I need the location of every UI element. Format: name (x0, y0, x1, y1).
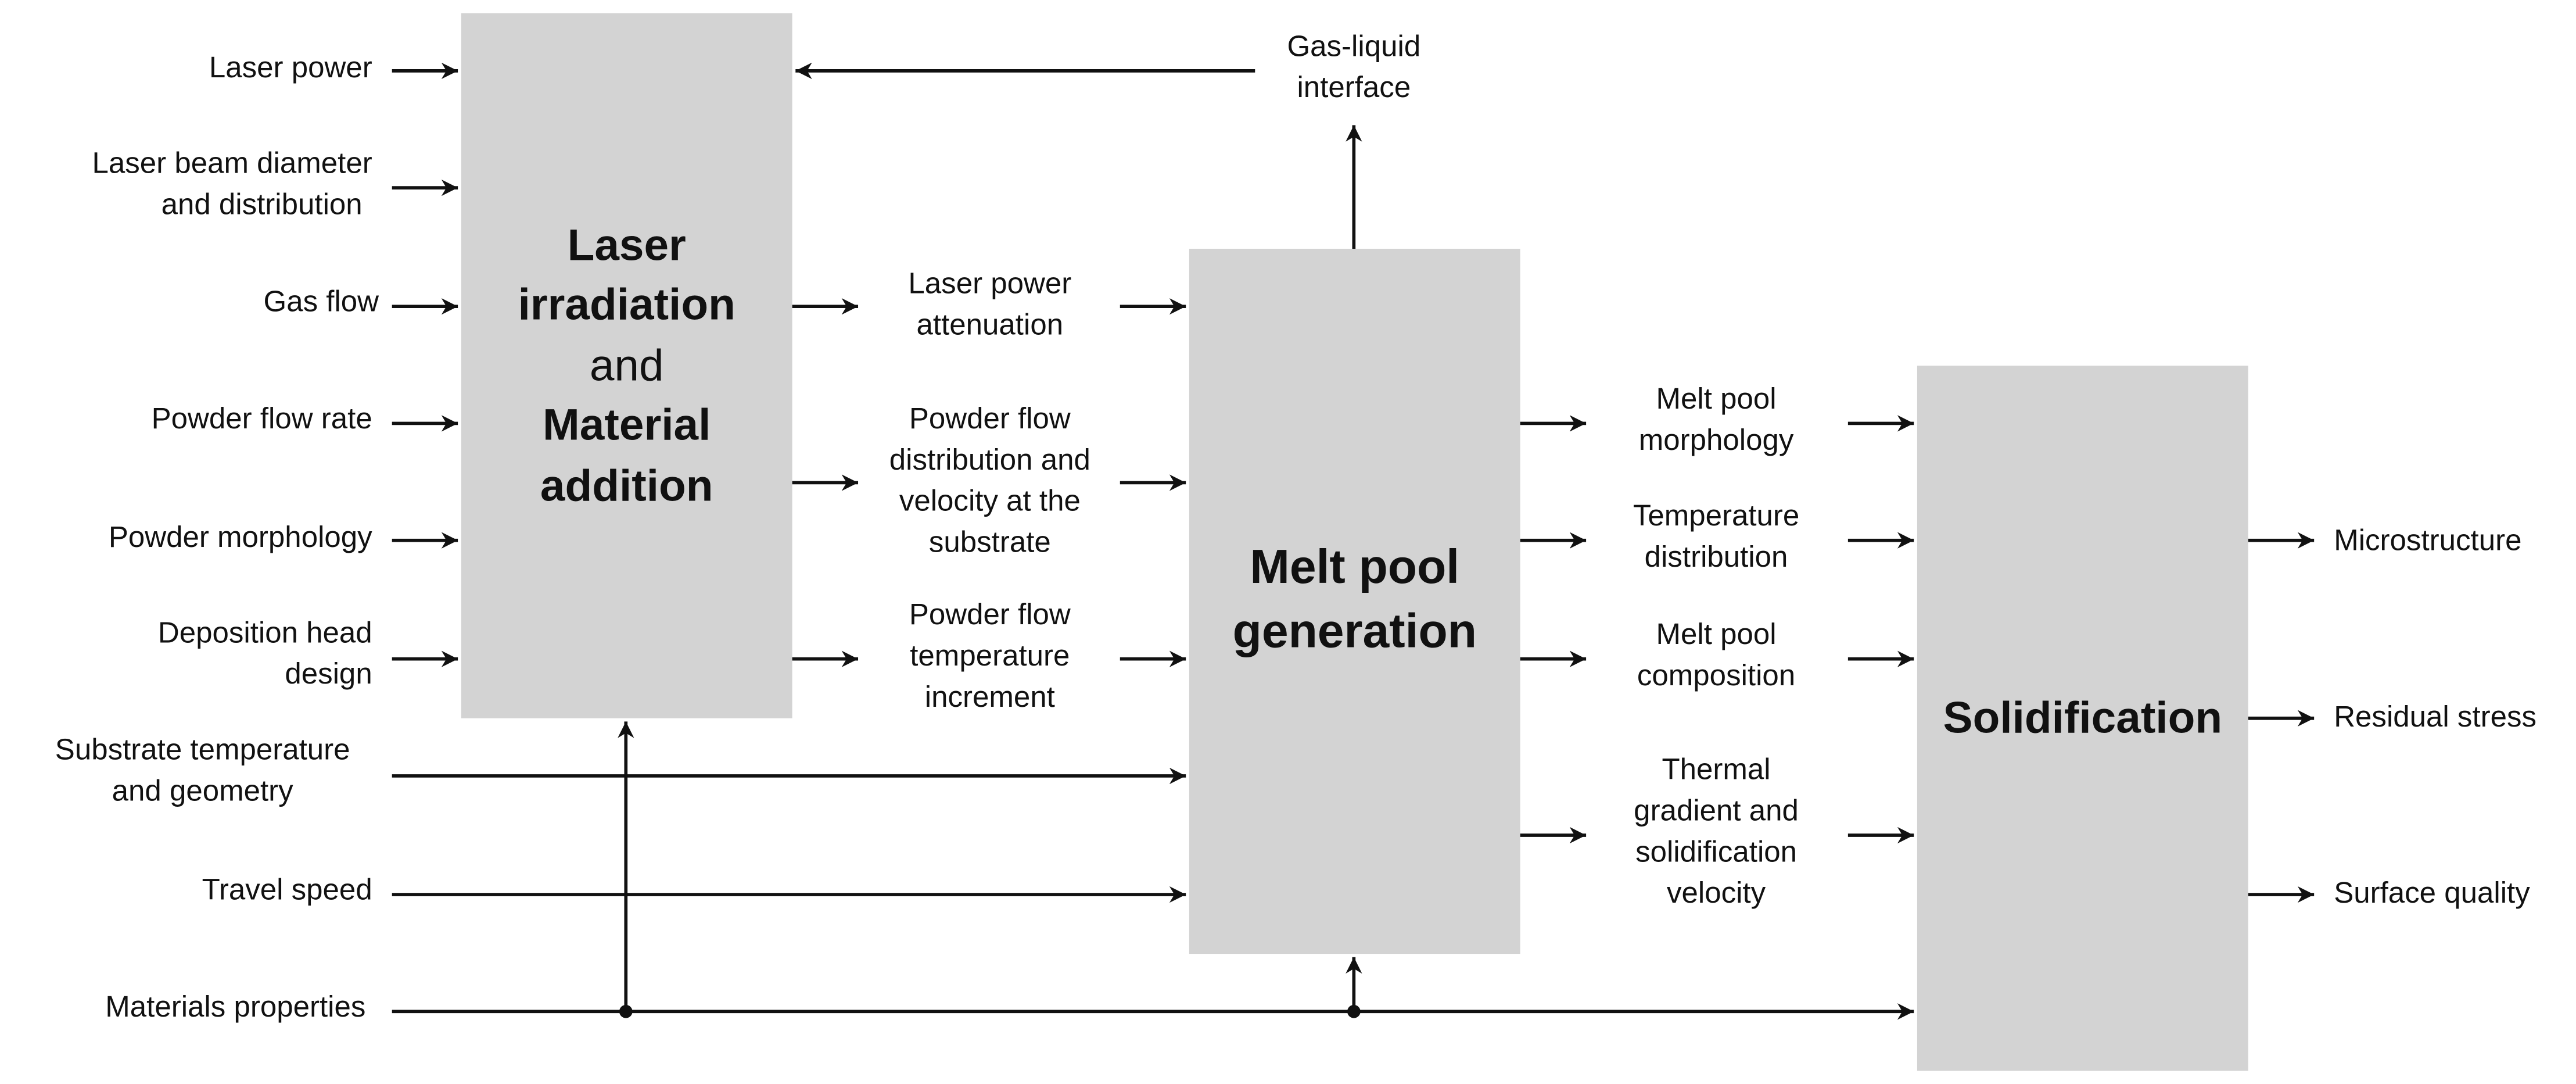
thermal-gradient-line: Thermal (1662, 753, 1771, 786)
solidification-block-title: Solidification (1943, 693, 2223, 743)
laser-block-title: Laser irradiation and Material addition (461, 216, 792, 516)
melt-pool-morphology-line: Melt pool (1656, 382, 1777, 416)
output-microstructure-text: Microstructure (2334, 524, 2522, 557)
output-residual-stress: Residual stress (2334, 697, 2536, 738)
input-substrate-line: and geometry (112, 774, 293, 807)
input-substrate: Substrate temperature and geometry (16, 730, 389, 813)
output-residual-stress-text: Residual stress (2334, 700, 2537, 734)
input-travel-speed-text: Travel speed (202, 873, 372, 906)
powder-flow-temperature-label: Powder flow temperature increment (858, 595, 1122, 718)
powder-flow-distribution-line: Powder flow (909, 402, 1071, 435)
input-deposition-head-line: Deposition head (157, 616, 372, 649)
input-beam-diameter-line: Laser beam diameter (92, 146, 372, 180)
input-powder-morphology-text: Powder morphology (108, 520, 372, 554)
output-microstructure: Microstructure (2334, 521, 2521, 562)
powder-flow-temperature-line: Powder flow (909, 598, 1071, 631)
melt-pool-composition-label: Melt pool composition (1584, 614, 1848, 697)
input-gas-flow-text: Gas flow (263, 285, 379, 319)
input-travel-speed: Travel speed (202, 870, 372, 911)
laser-power-attenuation-line: attenuation (916, 308, 1064, 341)
laser-block-title-line: Material (543, 400, 711, 450)
input-beam-diameter: Laser beam diameter and distribution (92, 144, 372, 226)
input-laser-power: Laser power (209, 48, 372, 89)
melt-pool-generation-block: Melt pool generation (1189, 248, 1520, 954)
gas-liquid-line: Gas-liquid (1287, 30, 1421, 63)
melt-pool-composition-line: composition (1637, 659, 1796, 692)
input-beam-diameter-line: and distribution (161, 188, 363, 221)
powder-flow-temperature-line: temperature (910, 639, 1070, 672)
output-surface-quality-text: Surface quality (2334, 876, 2530, 910)
melt-pool-block-title-line: Melt pool (1250, 542, 1460, 595)
junction-dot-melt-pool (1347, 1004, 1361, 1018)
input-substrate-line: Substrate temperature (55, 733, 350, 766)
melt-pool-composition-line: Melt pool (1656, 617, 1777, 651)
input-powder-flow-rate-text: Powder flow rate (151, 402, 372, 435)
melt-pool-block-title: Melt pool generation (1189, 537, 1520, 666)
input-deposition-head: Deposition head design (158, 613, 372, 695)
input-materials-properties-text: Materials properties (105, 990, 366, 1024)
laser-block-title-line: and (589, 341, 664, 391)
input-powder-morphology: Powder morphology (109, 517, 372, 559)
powder-flow-distribution-line: distribution and (889, 443, 1090, 477)
temperature-distribution-label: Temperature distribution (1584, 496, 1848, 578)
temperature-distribution-line: Temperature (1633, 499, 1800, 532)
gas-liquid-interface-label: Gas-liquid interface (1239, 26, 1469, 109)
laser-power-attenuation-line: Laser power (908, 267, 1072, 300)
solidification-block: Solidification (1917, 366, 2248, 1071)
gas-liquid-line: interface (1297, 70, 1411, 104)
thermal-gradient-line: solidification (1635, 835, 1798, 868)
laser-block-title-line: irradiation (518, 280, 736, 330)
temperature-distribution-line: distribution (1644, 540, 1788, 574)
input-laser-power-text: Laser power (209, 51, 372, 84)
input-deposition-head-line: design (285, 657, 372, 691)
powder-flow-temperature-line: increment (924, 680, 1055, 714)
melt-pool-block-title-line: generation (1232, 606, 1477, 659)
powder-flow-distribution-line: velocity at the (899, 484, 1081, 517)
junction-dot-laser (619, 1004, 633, 1018)
input-materials-properties: Materials properties (105, 987, 365, 1028)
powder-flow-distribution-line: substrate (928, 525, 1051, 559)
thermal-gradient-line: gradient and (1634, 794, 1799, 827)
input-gas-flow: Gas flow (264, 282, 379, 323)
laser-irradiation-material-addition-block: Laser irradiation and Material addition (461, 13, 792, 718)
melt-pool-morphology-line: morphology (1638, 423, 1794, 457)
powder-flow-distribution-label: Powder flow distribution and velocity at… (858, 399, 1122, 563)
thermal-gradient-line: velocity (1666, 876, 1766, 910)
output-surface-quality: Surface quality (2334, 873, 2530, 914)
thermal-gradient-label: Thermal gradient and solidification velo… (1584, 750, 1848, 914)
input-powder-flow-rate: Powder flow rate (152, 399, 372, 440)
laser-block-title-line: Laser (567, 220, 686, 270)
melt-pool-morphology-label: Melt pool morphology (1584, 379, 1848, 461)
laser-power-attenuation-label: Laser power attenuation (858, 263, 1122, 346)
laser-block-title-line: addition (540, 460, 713, 510)
